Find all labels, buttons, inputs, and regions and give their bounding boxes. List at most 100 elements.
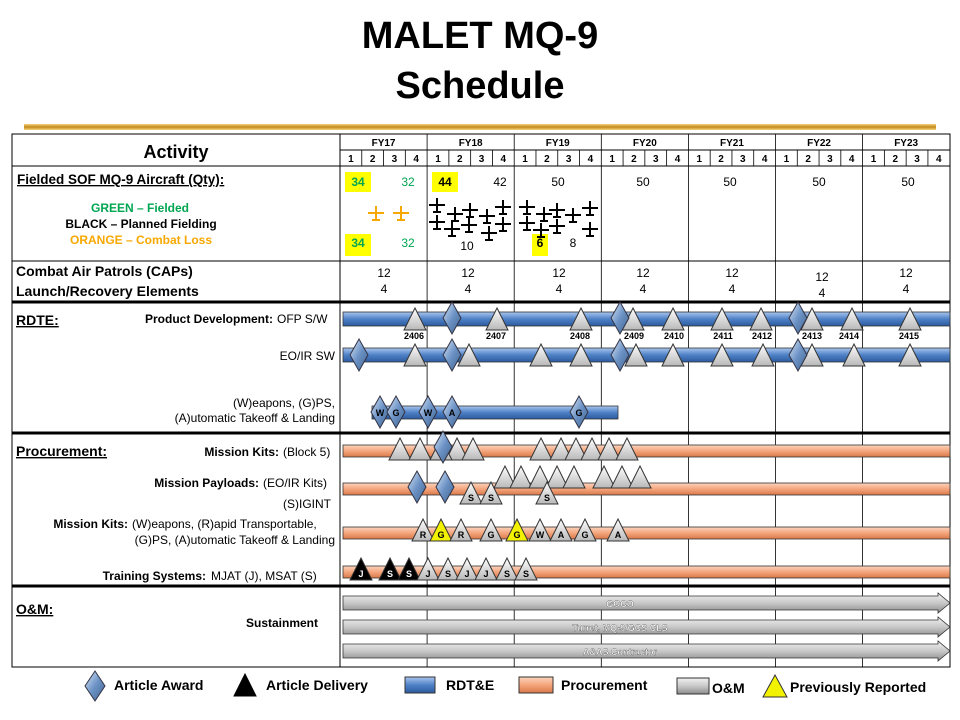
article-delivery-triangle: [749, 306, 773, 331]
article-delivery-triangle: [615, 436, 639, 461]
planned-value: 32: [401, 236, 415, 250]
legend-previous-label: Previously Reported: [790, 679, 926, 695]
fielded-highlight: [345, 234, 371, 256]
ofp-release-label: 2411: [713, 331, 733, 341]
planned-aircraft-icon: [495, 200, 511, 215]
lre-value: 4: [556, 282, 563, 296]
milestone-letter: A: [558, 530, 565, 540]
milestone-letter: S: [488, 493, 494, 503]
legend-rdte-label: RDT&E: [446, 677, 494, 693]
lre-value: 4: [640, 282, 647, 296]
title-line-2: Schedule: [395, 65, 565, 107]
article-award-diamond: [442, 394, 462, 430]
quarter-label: 1: [609, 154, 615, 165]
activity-header: Activity: [143, 142, 208, 162]
milestone-letter: S: [544, 493, 550, 503]
lre-value: 4: [903, 282, 910, 296]
article-delivery-triangle: [403, 306, 427, 331]
legend-orange-text: ORANGE – Combat Loss: [70, 233, 212, 247]
article-award-diamond: [442, 337, 462, 373]
planned-aircraft-icon: [495, 217, 511, 232]
article-delivery-triangle: [403, 342, 427, 367]
caps-value: 12: [461, 266, 475, 280]
planned-aircraft-icon: [582, 222, 598, 237]
quarter-label: 3: [827, 154, 833, 165]
article-award-diamond: [433, 429, 453, 465]
article-delivery-triangle: [445, 436, 469, 461]
article-delivery-triangle: [436, 556, 460, 581]
planned-aircraft-icon: [462, 203, 478, 218]
milestone-letter: W: [424, 408, 433, 418]
article-delivery-triangle: [529, 342, 553, 367]
quarter-label: 2: [892, 154, 898, 165]
quarter-label: 2: [544, 154, 550, 165]
planned-aircraft-icon: [479, 209, 495, 224]
article-delivery-triangle: [514, 556, 538, 581]
article-delivery-triangle: [710, 306, 734, 331]
article-delivery-triangle: [549, 517, 573, 542]
planned-value: 6: [537, 236, 544, 250]
milestone-letter: G: [392, 408, 399, 418]
planned-aircraft-icon: [429, 198, 445, 213]
om-bar-label: Turret, MQ-9/GCS CLS: [572, 623, 667, 633]
wga-label-2: (A)utomatic Takeoff & Landing: [175, 411, 335, 425]
planned-aircraft-icon: [536, 207, 552, 222]
fielded-value: 50: [812, 175, 826, 189]
article-delivery-triangle: [569, 306, 593, 331]
table-frame: [11, 133, 951, 668]
article-award-diamond: [418, 394, 438, 430]
caps-value: 12: [636, 266, 650, 280]
legend-award-diamond: [84, 670, 106, 702]
fielded-value: 50: [551, 175, 565, 189]
milestone-letter: S: [445, 569, 451, 579]
article-delivery-triangle: [429, 517, 453, 542]
milestone-letter: S: [387, 569, 393, 579]
milestone-letter: S: [468, 493, 474, 503]
procurement-bar-block5: [342, 444, 951, 458]
ofp-release-label: 2412: [752, 331, 772, 341]
article-award-diamond: [407, 469, 427, 505]
quarter-label: 1: [435, 154, 441, 165]
quarter-label: 3: [914, 154, 920, 165]
legend-procurement-label: Procurement: [561, 677, 648, 693]
quarter-label: 3: [479, 154, 485, 165]
article-delivery-triangle: [606, 517, 630, 542]
ofp-release-label: 2407: [486, 331, 506, 341]
wga-label-1: (W)eapons, (G)PS,: [233, 396, 335, 410]
eoir-sw-label: EO/IR SW: [280, 349, 336, 363]
fielded-value: 50: [636, 175, 650, 189]
milestone-letter: J: [464, 569, 469, 579]
legend-delivery-label: Article Delivery: [266, 677, 368, 693]
legend-previous-triangle: [762, 673, 788, 698]
fielded-value: 44: [438, 175, 452, 189]
milestone-letter: S: [406, 569, 412, 579]
article-delivery-triangle: [751, 342, 775, 367]
article-delivery-triangle: [628, 464, 652, 489]
article-delivery-triangle: [455, 556, 479, 581]
planned-aircraft-icon: [549, 219, 565, 234]
fielded-value: 34: [351, 175, 365, 189]
milestone-letter: J: [483, 569, 488, 579]
article-delivery-triangle: [479, 517, 503, 542]
milestone-letter: S: [504, 569, 510, 579]
article-delivery-triangle: [842, 342, 866, 367]
planned-aircraft-icon: [519, 216, 535, 231]
article-delivery-triangle: [479, 480, 503, 505]
fielded-highlight: [432, 172, 458, 192]
fy-label-FY19: FY19: [546, 138, 570, 149]
milestone-letter: G: [437, 530, 444, 540]
training-systems-rest: MJAT (J), MSAT (S): [211, 569, 317, 583]
quarter-label: 1: [784, 154, 790, 165]
article-delivery-triangle: [840, 306, 864, 331]
article-delivery-triangle: [898, 342, 922, 367]
article-delivery-triangle: [569, 342, 593, 367]
milestone-letter: G: [575, 408, 582, 418]
sigint-label: (S)IGINT: [283, 497, 332, 511]
legend-green-text: GREEN – Fielded: [91, 201, 189, 215]
article-delivery-triangle: [597, 436, 621, 461]
milestone-letter: A: [615, 530, 622, 540]
caps-label: Combat Air Patrols (CAPs): [16, 263, 193, 279]
planned-value: 8: [570, 236, 577, 250]
article-delivery-triangle: [573, 517, 597, 542]
caps-value: 12: [377, 266, 391, 280]
